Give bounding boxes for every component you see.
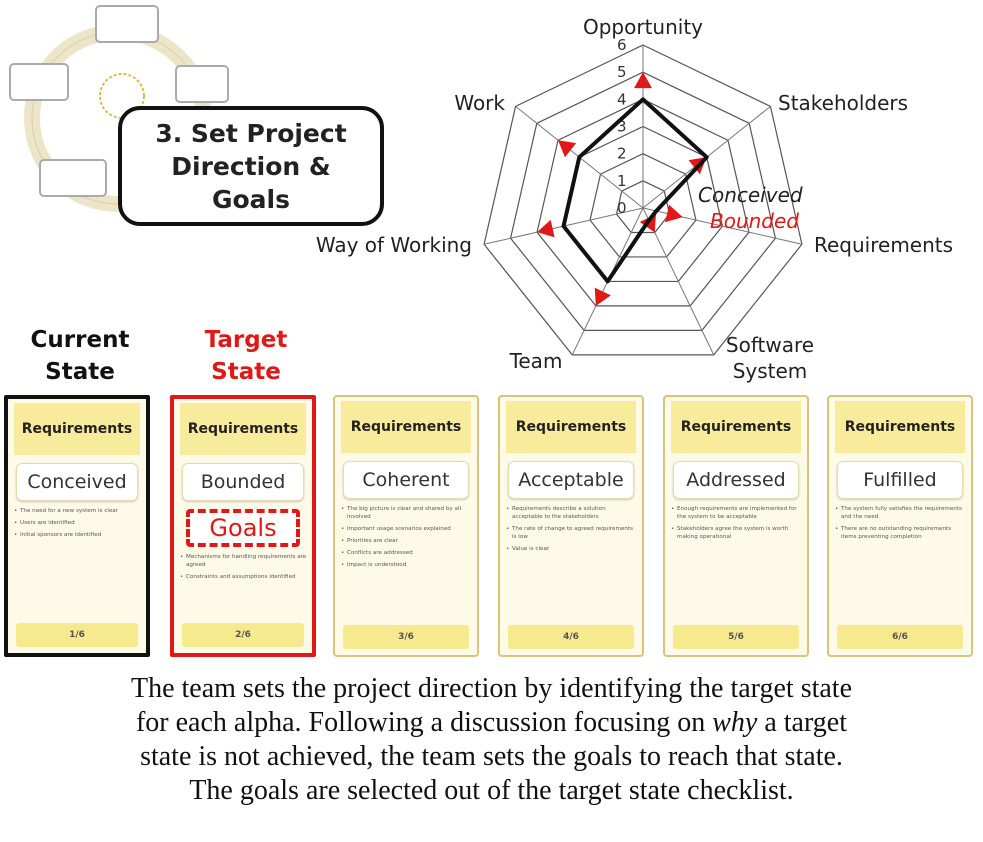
checklist-item: Priorities are clear [341, 537, 473, 545]
phase-title-line: Direction & [171, 151, 331, 181]
radar-current-polygon [561, 97, 709, 284]
target-state-arrow [558, 140, 577, 158]
radar-axis-labels: OpportunityStakeholdersRequirementsSoftw… [316, 15, 953, 383]
checklist-item: Initial sponsors are identified [14, 531, 142, 539]
caption-line: for each alpha. Following a discussion f… [0, 706, 983, 740]
radar-axis-label: Team [509, 349, 563, 373]
radar-axis-label: Work [454, 91, 505, 115]
checklist-item: The rate of change to agreed requirement… [506, 525, 638, 541]
phase-title-box: 3. Set Project Direction & Goals [118, 106, 384, 226]
checklist-item: The need for a new system is clear [14, 507, 142, 515]
card-checklist: The big picture is clear and shared by a… [341, 505, 473, 573]
card-state-name: Acceptable [508, 461, 634, 499]
annotation-target: Bounded [710, 209, 799, 233]
radar-axis-label: Way of Working [316, 233, 472, 257]
card-title: Requirements [506, 401, 636, 453]
state-card-bounded: Requirements Bounded Goals Mechanisms fo… [170, 395, 316, 657]
radar-tick-label: 2 [617, 145, 627, 163]
card-state-name: Bounded [182, 463, 304, 501]
card-state-name: Coherent [343, 461, 469, 499]
annotation-current: Conceived [698, 183, 803, 207]
card-count: 3/6 [343, 625, 469, 649]
radar-grid-ring [483, 44, 803, 356]
checklist-item: Important usage scenarios explained [341, 525, 473, 533]
radar-grid-ring [509, 71, 777, 331]
card-title: Requirements [835, 401, 965, 453]
caption-line: state is not achieved, the team sets the… [140, 741, 843, 772]
caption-text: a target [757, 707, 847, 738]
checklist-item: Conflicts are addressed [341, 549, 473, 557]
card-title: Requirements [180, 403, 306, 455]
radar-axis-label: Requirements [814, 233, 953, 257]
caption-line: The team sets the project direction by i… [130, 673, 853, 704]
checklist-item: Stakeholders agree the system is worth m… [671, 525, 803, 541]
radar-tick-label: 5 [617, 63, 627, 81]
state-card-acceptable: Requirements Acceptable Requirements des… [498, 395, 644, 657]
checklist-item: Mechanisms for handling requirements are… [180, 553, 308, 569]
phase-title-line: 3. Set Project [155, 118, 347, 148]
caption: The team sets the project direction by i… [0, 672, 983, 808]
checklist-item: There are no outstanding requirements it… [835, 525, 967, 541]
checklist-item: Users are identified [14, 519, 142, 527]
checklist-item: Constraints and assumptions identified [180, 573, 308, 581]
card-checklist: The need for a new system is clear Users… [14, 507, 142, 543]
target-state-arrow [665, 204, 683, 223]
card-title: Requirements [14, 403, 140, 455]
card-count: 2/6 [182, 623, 304, 647]
cycle-step-box [39, 159, 107, 197]
radar-tick-label: 1 [617, 172, 627, 190]
phase-title-line: Goals [211, 184, 290, 214]
cycle-step-box [175, 65, 229, 103]
target-state-arrow [634, 72, 652, 89]
checklist-item: The system fully satisfies the requireme… [835, 505, 967, 521]
checklist-item: The big picture is clear and shared by a… [341, 505, 473, 521]
target-state-arrow [537, 219, 555, 238]
state-card-addressed: Requirements Addressed Enough requiremen… [663, 395, 809, 657]
radar-axis-label: Opportunity [583, 15, 703, 39]
caption-text: for each alpha. Following a discussion f… [135, 707, 713, 738]
card-state-name: Conceived [16, 463, 138, 501]
card-checklist: The system fully satisfies the requireme… [835, 505, 967, 545]
goals-box: Goals [186, 509, 300, 547]
card-checklist: Enough requirements are implemented for … [671, 505, 803, 545]
card-count: 5/6 [673, 625, 799, 649]
radar-axis-label: Stakeholders [778, 91, 908, 115]
checklist-item: Enough requirements are implemented for … [671, 505, 803, 521]
card-checklist: Requirements describe a solution accepta… [506, 505, 638, 557]
alpha-state-radar: 0 1 2 3 4 5 6 OpportunityStakeholdersRequireme… [316, 15, 953, 383]
cycle-step-box [95, 5, 159, 43]
card-title: Requirements [671, 401, 801, 453]
target-state-label: Target State [186, 324, 306, 388]
card-state-name: Fulfilled [837, 461, 963, 499]
card-count: 1/6 [16, 623, 138, 647]
state-card-coherent: Requirements Coherent The big picture is… [333, 395, 479, 657]
radar-grid-ring [589, 153, 697, 258]
checklist-item: Value is clear [506, 545, 638, 553]
radar-ticks: 0 1 2 3 4 5 6 [617, 36, 627, 217]
current-state-label-text: Current State [30, 327, 130, 385]
card-checklist: Mechanisms for handling requirements are… [180, 553, 308, 585]
radar-grid-ring [536, 98, 750, 307]
radar-tick-label: 0 [617, 199, 627, 217]
radar-tick-label: 3 [617, 118, 627, 136]
card-count: 4/6 [508, 625, 634, 649]
caption-line: The goals are selected out of the target… [189, 775, 794, 806]
card-state-name: Addressed [673, 461, 799, 499]
checklist-item: Impact is understood [341, 561, 473, 569]
card-title: Requirements [341, 401, 471, 453]
target-state-label-text: Target State [204, 327, 288, 385]
target-state-arrow [594, 287, 611, 306]
radar-tick-label: 6 [617, 36, 627, 54]
state-card-conceived: Requirements Conceived The need for a ne… [4, 395, 150, 657]
state-card-fulfilled: Requirements Fulfilled The system fully … [827, 395, 973, 657]
gear-icon [99, 73, 145, 119]
checklist-item: Requirements describe a solution accepta… [506, 505, 638, 521]
radar-tick-label: 4 [617, 90, 627, 108]
caption-emphasis: why [712, 707, 758, 738]
cycle-step-box [9, 63, 69, 101]
current-state-label: Current State [20, 324, 140, 388]
card-count: 6/6 [837, 625, 963, 649]
